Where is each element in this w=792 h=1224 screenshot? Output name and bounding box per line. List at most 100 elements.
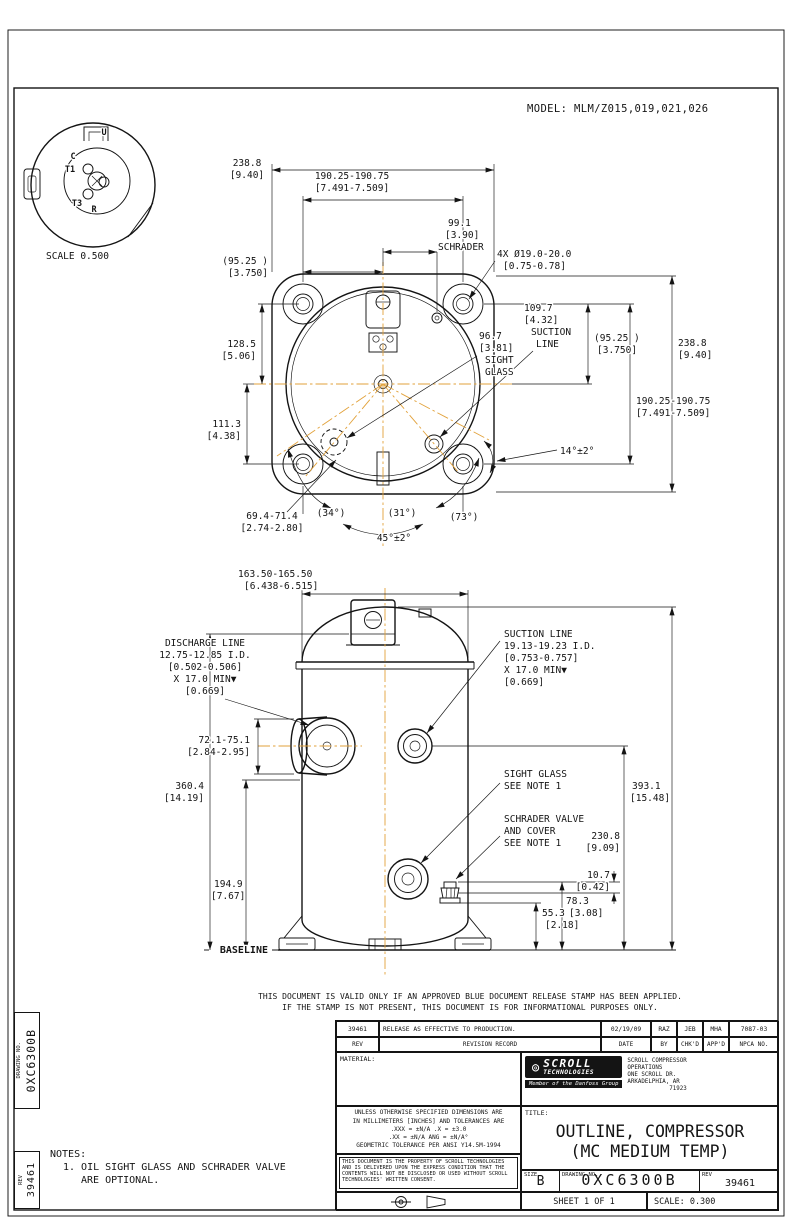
tolerance-block: UNLESS OTHERWISE SPECIFIED DIMENSIONS AR…: [336, 1106, 521, 1154]
drawing-no-label: DRAWING NO.: [562, 1172, 599, 1178]
dim-72-mm: 72.1-75.1: [199, 735, 251, 746]
size-value: B: [536, 1174, 545, 1189]
dim-55-in: [2.18]: [545, 920, 579, 931]
revision-entry-date: 02/19/09: [601, 1021, 651, 1037]
suction-callout-line1: SUCTION LINE: [504, 629, 573, 640]
revision-entry-rev: 39461: [336, 1021, 379, 1037]
dim-suction-offset-mm: 109.7: [524, 303, 553, 314]
side-view-dimensions: 163.50-165.50 [6.438-6.515] DISCHARGE LI…: [158, 568, 676, 957]
validity-note: THIS DOCUMENT IS VALID ONLY IF AN APPROV…: [120, 992, 792, 1013]
detail-side-tab: [23, 168, 41, 200]
dim-230-in: [9.09]: [586, 843, 620, 854]
revision-entry-record: RELEASE AS EFFECTIVE TO PRODUCTION.: [379, 1021, 601, 1037]
dim-half-spacing-right-mm: (95.25 ): [594, 333, 640, 344]
size-label: SIZE: [524, 1172, 538, 1178]
baseline-label: BASELINE: [220, 945, 268, 956]
revision-entry-npca: 7087-03: [729, 1021, 779, 1037]
dim-69-mm: 69.4-71.4: [246, 511, 298, 522]
scroll-logo: ◎ SCROLL TECHNOLOGIES Member of the Danf…: [525, 1056, 623, 1088]
dim-mounting-holes-mm: 4X Ø19.0-20.0: [497, 249, 572, 260]
sight-glass-top: [320, 428, 348, 456]
dim-194-in: [7.67]: [211, 891, 245, 902]
dim-393-in: [15.48]: [630, 793, 670, 804]
notes-heading: NOTES:: [50, 1149, 87, 1160]
dim-angle-45: 45°±2°: [377, 533, 411, 544]
discharge-callout-line1: DISCHARGE LINE: [165, 638, 245, 649]
note-1-line-1: 1. OIL SIGHT GLASS AND SCHRADER VALVE: [63, 1162, 286, 1173]
terminal-label-c: C: [70, 152, 75, 162]
schrader-callout-line3: SEE NOTE 1: [504, 838, 561, 849]
suction-callout-line3: [0.753-0.757]: [504, 653, 578, 664]
projection-symbol-box: [336, 1192, 521, 1211]
discharge-callout-line4: X 17.0 MIN▼: [174, 674, 237, 685]
dim-128-in: [5.06]: [222, 351, 256, 362]
dim-half-spacing-left-in: [3.750]: [228, 268, 268, 279]
projection-symbol-cone: [426, 1194, 445, 1209]
dim-overall-width-top-mm: 238.8: [233, 158, 262, 169]
dome-fitting: [418, 608, 432, 618]
dim-half-spacing-left-mm: (95.25 ): [222, 256, 268, 267]
detail-view: U C T1 T3 R SCALE 0.500: [23, 122, 156, 263]
top-view-dimensions: 238.8 [9.40] 190.25-190.75 [7.491-7.509]…: [205, 157, 713, 546]
address-line-2: OPERATIONS: [627, 1065, 663, 1071]
discharge-callout-line3: [0.502-0.506]: [168, 662, 242, 673]
schrader-valve: [439, 881, 461, 904]
dim-111-mm: 111.3: [212, 419, 241, 430]
sight-glass: [387, 858, 429, 900]
dim-schrader-offset-mm: 99.1: [448, 218, 471, 229]
sight-callout-word2: GLASS: [485, 367, 514, 378]
revision-entry-by: RAZ: [651, 1021, 677, 1037]
title-block: 39461 RELEASE AS EFFECTIVE TO PRODUCTION…: [335, 1020, 779, 1211]
dim-angle-31: (31°): [388, 508, 417, 519]
edge-rev-value: 39461: [25, 1162, 37, 1198]
dim-angle-34: (34°): [317, 508, 346, 519]
material-field: MATERIAL:: [336, 1052, 521, 1106]
dim-overall-width-right-in: [9.40]: [678, 350, 712, 361]
address-line-4: ARKADELPHIA, AR: [627, 1079, 680, 1085]
projection-symbol-circle: [390, 1195, 411, 1208]
edge-drawing-no-label: DRAWING NO.: [16, 1042, 22, 1079]
drawing-no-value: 0XC6300B: [581, 1171, 678, 1189]
notes-block: NOTES: 1. OIL SIGHT GLASS AND SCHRADER V…: [50, 1148, 286, 1187]
suction-port-top: [424, 434, 444, 454]
rev-field: REV 39461: [700, 1171, 778, 1191]
edge-revision-strip: REV 39461: [14, 1151, 40, 1209]
dim-suction-offset-in: [4.32]: [524, 315, 558, 326]
dim-360-in: [14.19]: [164, 793, 204, 804]
dim-163-mm: 163.50-165.50: [238, 569, 313, 580]
title-line-2: (MC MEDIUM TEMP): [570, 1142, 730, 1161]
company-address: SCROLL COMPRESSOR OPERATIONS ONE SCROLL …: [627, 1058, 686, 1093]
edge-rev-label: REV: [17, 1175, 24, 1185]
dim-360-mm: 360.4: [175, 781, 204, 792]
side-view-features: [290, 599, 461, 904]
discharge-callout-line5: [0.669]: [185, 686, 225, 697]
projection-symbols: [390, 1194, 445, 1209]
side-view-centerlines: [258, 588, 386, 976]
suction-callout-word1: SUCTION: [531, 327, 571, 338]
revision-entry-chkd: JEB: [677, 1021, 703, 1037]
validity-line-2: IF THE STAMP IS NOT PRESENT, THIS DOCUME…: [282, 1002, 658, 1012]
edge-drawing-no-value: 0XC6300B: [24, 1028, 38, 1093]
sight-glass-callout-line1: SIGHT GLASS: [504, 769, 567, 780]
property-note-text: THIS DOCUMENT IS THE PROPERTY OF SCROLL …: [339, 1157, 518, 1189]
validity-line-1: THIS DOCUMENT IS VALID ONLY IF AN APPROV…: [258, 992, 682, 1001]
suction-callout-line5: [0.669]: [504, 677, 544, 688]
address-line-3: ONE SCROLL DR.: [627, 1072, 677, 1078]
tolerance-line-2: IN MILLIMETERS [INCHES] AND TOLERANCES A…: [352, 1117, 505, 1125]
schrader-callout-line2: AND COVER: [504, 826, 556, 837]
revision-header-rev: REV: [336, 1037, 379, 1052]
dim-bolt-spacing-right-mm: 190.25-190.75: [636, 396, 710, 407]
terminal-pins: [82, 163, 110, 200]
dim-230-mm: 230.8: [591, 831, 620, 842]
detail-scale-label: SCALE 0.500: [46, 251, 109, 262]
suction-callout-line2: 19.13-19.23 I.D.: [504, 641, 596, 652]
dim-393-mm: 393.1: [632, 781, 661, 792]
dim-half-spacing-right-in: [3.750]: [597, 345, 637, 356]
dim-bolt-spacing-top-in: [7.491-7.509]: [315, 183, 389, 194]
terminal-label-u: U: [101, 128, 106, 138]
dim-angle-73: (73°): [450, 512, 479, 523]
schrader-port-top: [431, 312, 443, 324]
rev-value: 39461: [724, 1178, 756, 1189]
